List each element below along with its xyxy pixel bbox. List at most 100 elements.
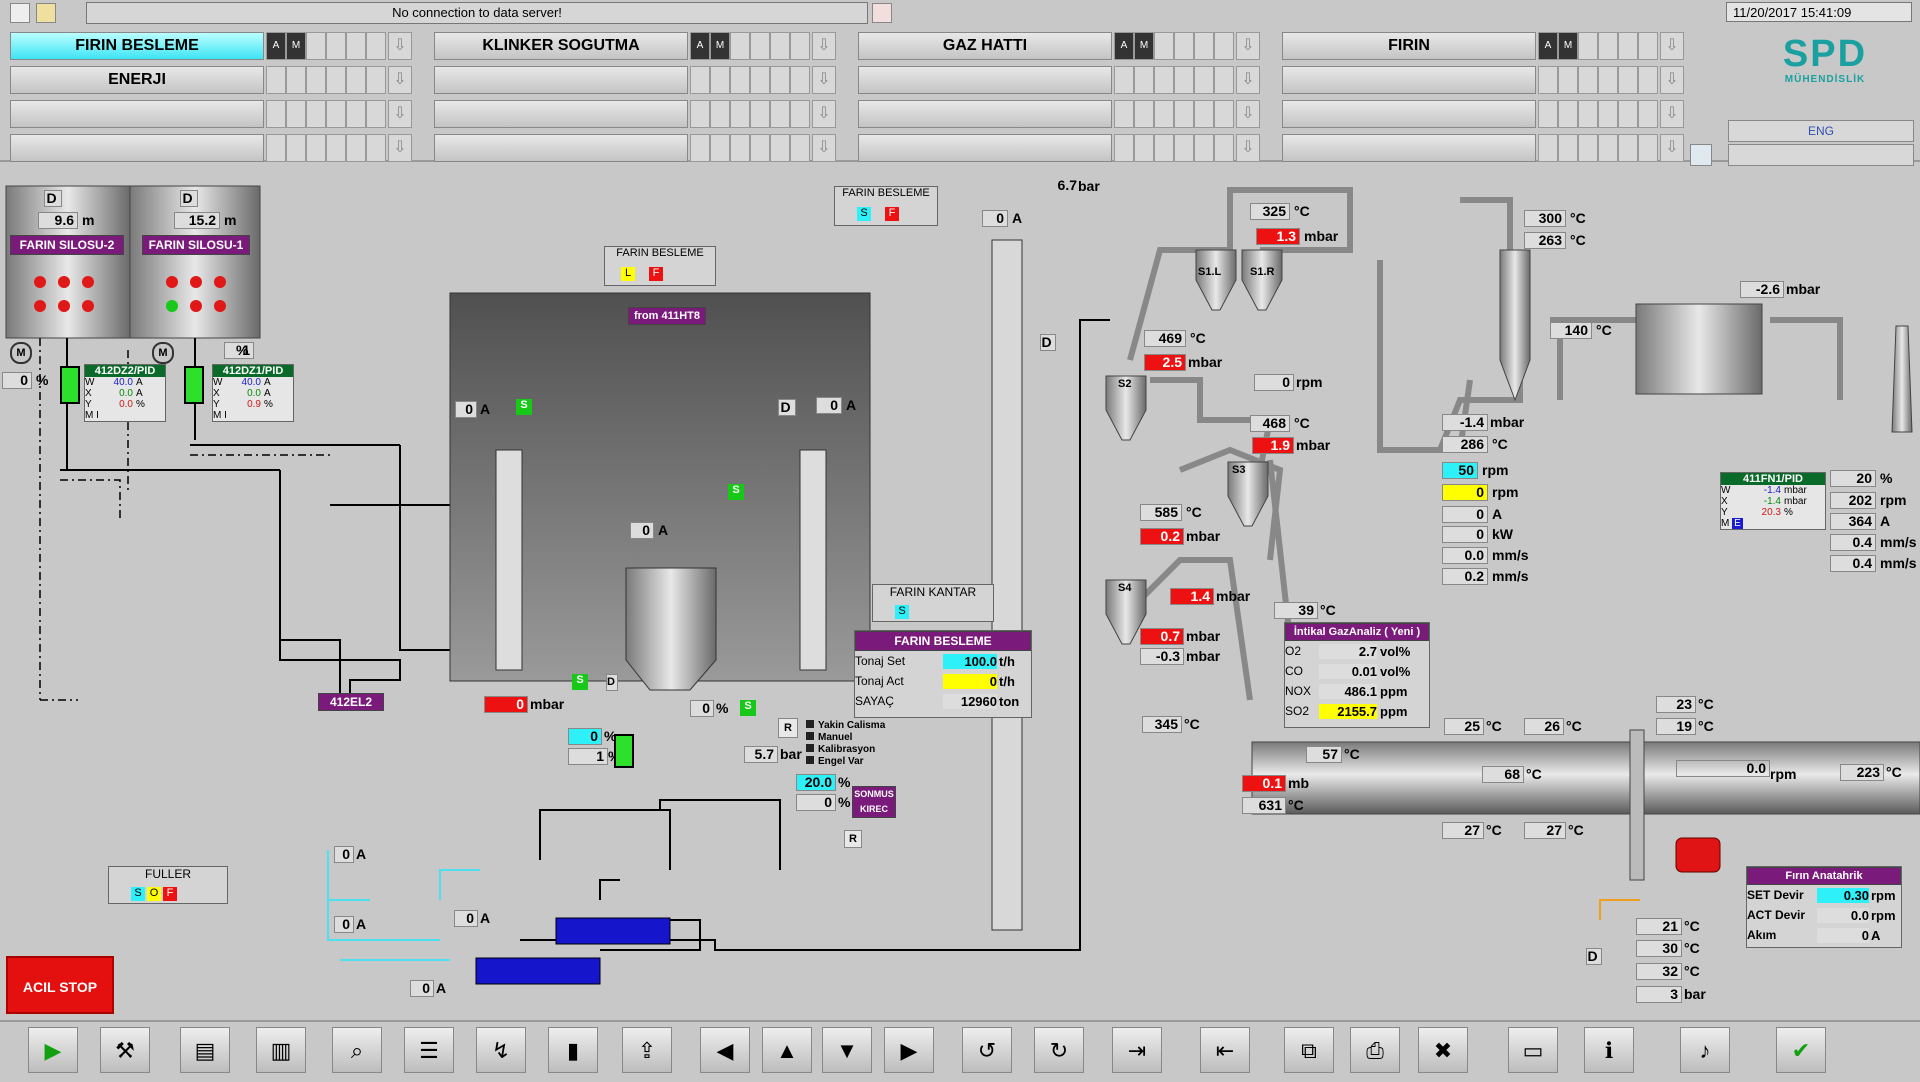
- kiln-speed-set-input[interactable]: 0.30: [1817, 887, 1869, 903]
- group-label[interactable]: FIRIN BESLEME: [10, 32, 264, 60]
- undo-icon[interactable]: ↺: [962, 1027, 1012, 1073]
- pid-mode[interactable]: M: [85, 410, 94, 421]
- redo-icon[interactable]: ↻: [1034, 1027, 1084, 1073]
- sound-icon[interactable]: ♪: [1680, 1027, 1730, 1073]
- group-label[interactable]: [1282, 100, 1536, 128]
- thermo-icon[interactable]: ▮: [548, 1027, 598, 1073]
- group-label[interactable]: [10, 134, 264, 162]
- farin-kantar-header[interactable]: FARIN KANTAR S: [872, 584, 994, 622]
- group-label[interactable]: FIRIN: [1282, 32, 1536, 60]
- motor-icon[interactable]: M: [10, 342, 32, 364]
- down-arrow-icon[interactable]: ⇩: [1660, 66, 1684, 94]
- report-c-icon[interactable]: ▥: [256, 1027, 306, 1073]
- feeder-icon[interactable]: [614, 734, 634, 768]
- pid-mode[interactable]: M: [1721, 518, 1730, 529]
- down-arrow-icon[interactable]: ⇩: [388, 66, 412, 94]
- trend-icon[interactable]: ↯: [476, 1027, 526, 1073]
- feeder-icon[interactable]: [184, 366, 204, 404]
- logout-icon[interactable]: ⇤: [1200, 1027, 1250, 1073]
- window-icon-2[interactable]: [36, 3, 56, 23]
- reset-button[interactable]: R: [844, 830, 862, 848]
- login-icon[interactable]: ⇥: [1112, 1027, 1162, 1073]
- group-label[interactable]: [1282, 66, 1536, 94]
- down-arrow-icon[interactable]: ⇩: [388, 32, 412, 60]
- pid-i[interactable]: I: [96, 410, 99, 421]
- pid-i[interactable]: I: [224, 410, 227, 421]
- group-label[interactable]: GAZ HATTI: [858, 32, 1112, 60]
- export-icon[interactable]: ⇪: [622, 1027, 672, 1073]
- language-selector[interactable]: ENG: [1728, 120, 1914, 142]
- pid-mode[interactable]: M: [213, 410, 222, 421]
- farin-besleme-header-1[interactable]: FARIN BESLEME S F: [834, 186, 938, 226]
- down-arrow-icon[interactable]: ⇩: [1660, 32, 1684, 60]
- down-arrow-icon[interactable]: ⇩: [812, 134, 836, 162]
- monitor-icon[interactable]: ▭: [1508, 1027, 1558, 1073]
- group-label[interactable]: [858, 100, 1112, 128]
- down-arrow-icon[interactable]: ⇩: [1660, 134, 1684, 162]
- down-arrow-icon[interactable]: ⇩: [1236, 32, 1260, 60]
- arrow-down-icon[interactable]: ▼: [822, 1027, 872, 1073]
- tools-icon[interactable]: ⚒: [100, 1027, 150, 1073]
- hopper-pressure: 0: [484, 696, 528, 713]
- farin-besleme-header-2[interactable]: FARIN BESLEME L F: [604, 246, 716, 286]
- down-arrow-icon[interactable]: ⇩: [1236, 100, 1260, 128]
- unit-mbar: mbar: [1296, 437, 1331, 453]
- group-label[interactable]: ENERJI: [10, 66, 264, 94]
- down-arrow-icon[interactable]: ⇩: [1236, 134, 1260, 162]
- search-doc-icon[interactable]: ⌕: [332, 1027, 382, 1073]
- group-label[interactable]: KLINKER SOGUTMA: [434, 32, 688, 60]
- ack-icon[interactable]: ✔: [1776, 1027, 1826, 1073]
- group-label[interactable]: [434, 66, 688, 94]
- down-arrow-icon[interactable]: ⇩: [812, 32, 836, 60]
- copy-icon[interactable]: ⧉: [1284, 1027, 1334, 1073]
- feeder-icon[interactable]: [60, 366, 80, 404]
- reset-button[interactable]: R: [778, 718, 798, 738]
- screenshot-icon[interactable]: [1690, 144, 1712, 166]
- unit-pct: %: [838, 774, 851, 790]
- info-icon[interactable]: ℹ: [1584, 1027, 1634, 1073]
- report-icon[interactable]: ▤: [180, 1027, 230, 1073]
- group-label[interactable]: [858, 134, 1112, 162]
- down-arrow-icon[interactable]: ⇩: [388, 134, 412, 162]
- down-arrow-icon[interactable]: ⇩: [388, 100, 412, 128]
- print-icon[interactable]: ⎙: [1350, 1027, 1400, 1073]
- message-icon[interactable]: [872, 3, 892, 23]
- down-arrow-icon[interactable]: ⇩: [812, 66, 836, 94]
- group-label[interactable]: [434, 100, 688, 128]
- delete-icon[interactable]: ✖: [1418, 1027, 1468, 1073]
- list-icon[interactable]: ☰: [404, 1027, 454, 1073]
- arrow-up-icon[interactable]: ▲: [762, 1027, 812, 1073]
- group-label[interactable]: [858, 66, 1112, 94]
- emergency-stop-button[interactable]: ACIL STOP: [6, 956, 114, 1014]
- fan-speed-set[interactable]: 50: [1442, 462, 1478, 479]
- down-arrow-icon[interactable]: ⇩: [1660, 100, 1684, 128]
- play-icon[interactable]: ▶: [28, 1027, 78, 1073]
- group-label[interactable]: [434, 134, 688, 162]
- cell: [1194, 32, 1214, 60]
- fan-speed-act: 0: [1442, 484, 1488, 501]
- group-label[interactable]: [1282, 134, 1536, 162]
- motor-icon[interactable]: M: [152, 342, 174, 364]
- unit-a: A: [1012, 210, 1023, 226]
- cell: [346, 32, 366, 60]
- arrow-left-icon[interactable]: ◀: [700, 1027, 750, 1073]
- stage-label: S3: [1232, 464, 1246, 476]
- pid-x: -1.4: [1763, 496, 1781, 507]
- tonaj-set-input[interactable]: 100.0: [943, 653, 997, 669]
- down-arrow-icon[interactable]: ⇩: [1236, 66, 1260, 94]
- cell: [690, 134, 710, 162]
- down-arrow-icon[interactable]: ⇩: [812, 100, 836, 128]
- group-label[interactable]: [10, 100, 264, 128]
- fault-indicator: F: [649, 267, 663, 281]
- pid-e[interactable]: E: [1732, 518, 1743, 529]
- fuller-panel[interactable]: FULLER S O F: [108, 866, 228, 904]
- window-icon-1[interactable]: [10, 3, 30, 23]
- kiln-temp-1: 25: [1444, 718, 1484, 735]
- arrow-right-icon[interactable]: ▶: [884, 1027, 934, 1073]
